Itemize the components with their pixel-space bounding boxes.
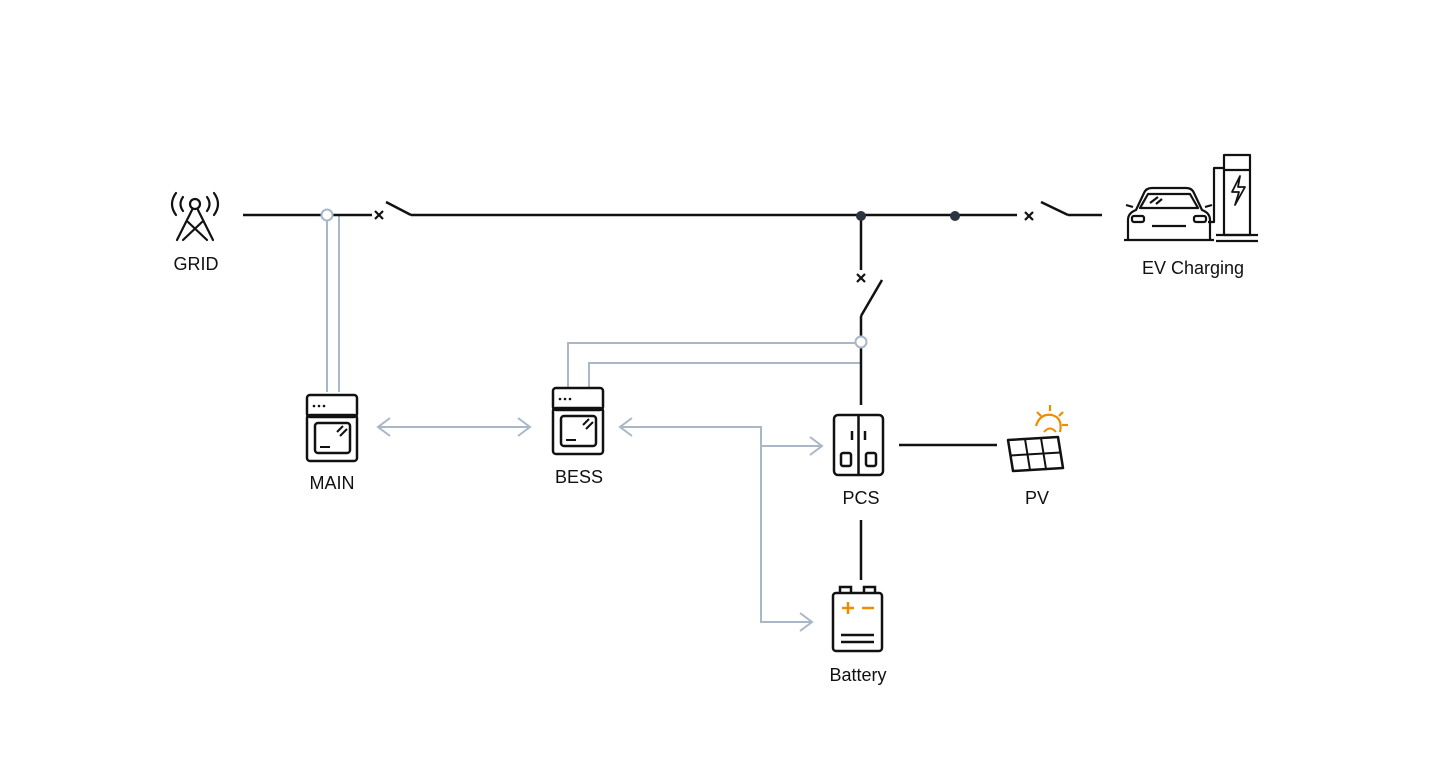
bess-comm-line <box>620 426 812 623</box>
bess-arrow-left <box>618 417 633 437</box>
signal-lines <box>326 215 861 632</box>
bess-signal-line-2 <box>588 362 861 388</box>
grid-breaker-x-icon <box>374 210 384 220</box>
pv-label: PV <box>1024 488 1050 508</box>
bess-signal-line-1 <box>567 342 861 388</box>
grid-label: GRID <box>173 254 219 274</box>
bus-junction-dot <box>950 211 960 221</box>
pcs-label: PCS <box>842 488 880 508</box>
power-conversion-icon <box>832 413 885 477</box>
battery-icon <box>831 585 884 653</box>
solar-panel-icon <box>1006 405 1068 473</box>
bess-tap-node <box>854 335 868 349</box>
main-bess-arrow-right <box>517 417 532 437</box>
breaker-marks <box>374 210 1034 283</box>
pcs-breaker-blade <box>859 279 884 317</box>
main-label: MAIN <box>309 473 355 493</box>
ev-breaker-x-icon <box>1024 211 1034 221</box>
power-lines <box>243 200 1102 580</box>
controller-icon <box>551 386 605 456</box>
controller-icon <box>305 393 359 463</box>
pcs-breaker-x-icon <box>856 273 866 283</box>
battery-label: Battery <box>829 665 887 685</box>
bess-label: BESS <box>554 467 604 487</box>
grid-breaker-blade <box>385 200 412 217</box>
ev-charging-station-icon <box>1124 153 1258 243</box>
ev-breaker-blade <box>1040 200 1069 217</box>
pcs-arrow <box>809 436 824 456</box>
main-tap-node <box>320 208 334 222</box>
battery-arrow <box>799 612 814 632</box>
transmission-tower-icon <box>170 191 220 242</box>
ev-charging-label: EV Charging <box>1141 258 1245 278</box>
bus-junction-dot <box>856 211 866 221</box>
main-bess-arrow-left <box>376 417 391 437</box>
